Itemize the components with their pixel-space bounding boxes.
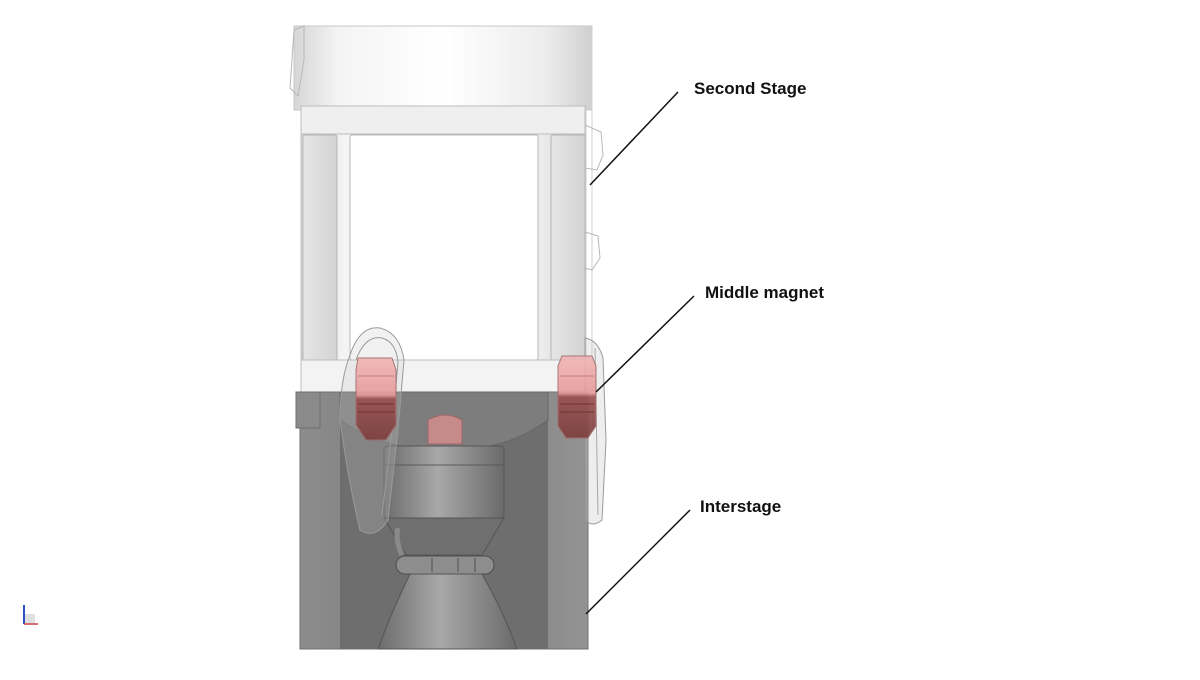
center-magnet: [427, 414, 463, 445]
second-stage-leader-line: [589, 91, 679, 186]
engine-nozzle: [377, 445, 518, 650]
second-stage-label: Second Stage: [694, 79, 807, 98]
interstage-leader-line: [585, 509, 691, 615]
interstage-label: Interstage: [700, 497, 782, 516]
middle-magnet-label: Middle magnet: [705, 283, 825, 302]
left-magnet: [355, 357, 397, 441]
second-stage-body: [289, 25, 604, 393]
axis-triad-icon: [23, 605, 38, 625]
right-magnet: [557, 355, 597, 439]
middle-magnet-leader-line: [595, 295, 695, 393]
